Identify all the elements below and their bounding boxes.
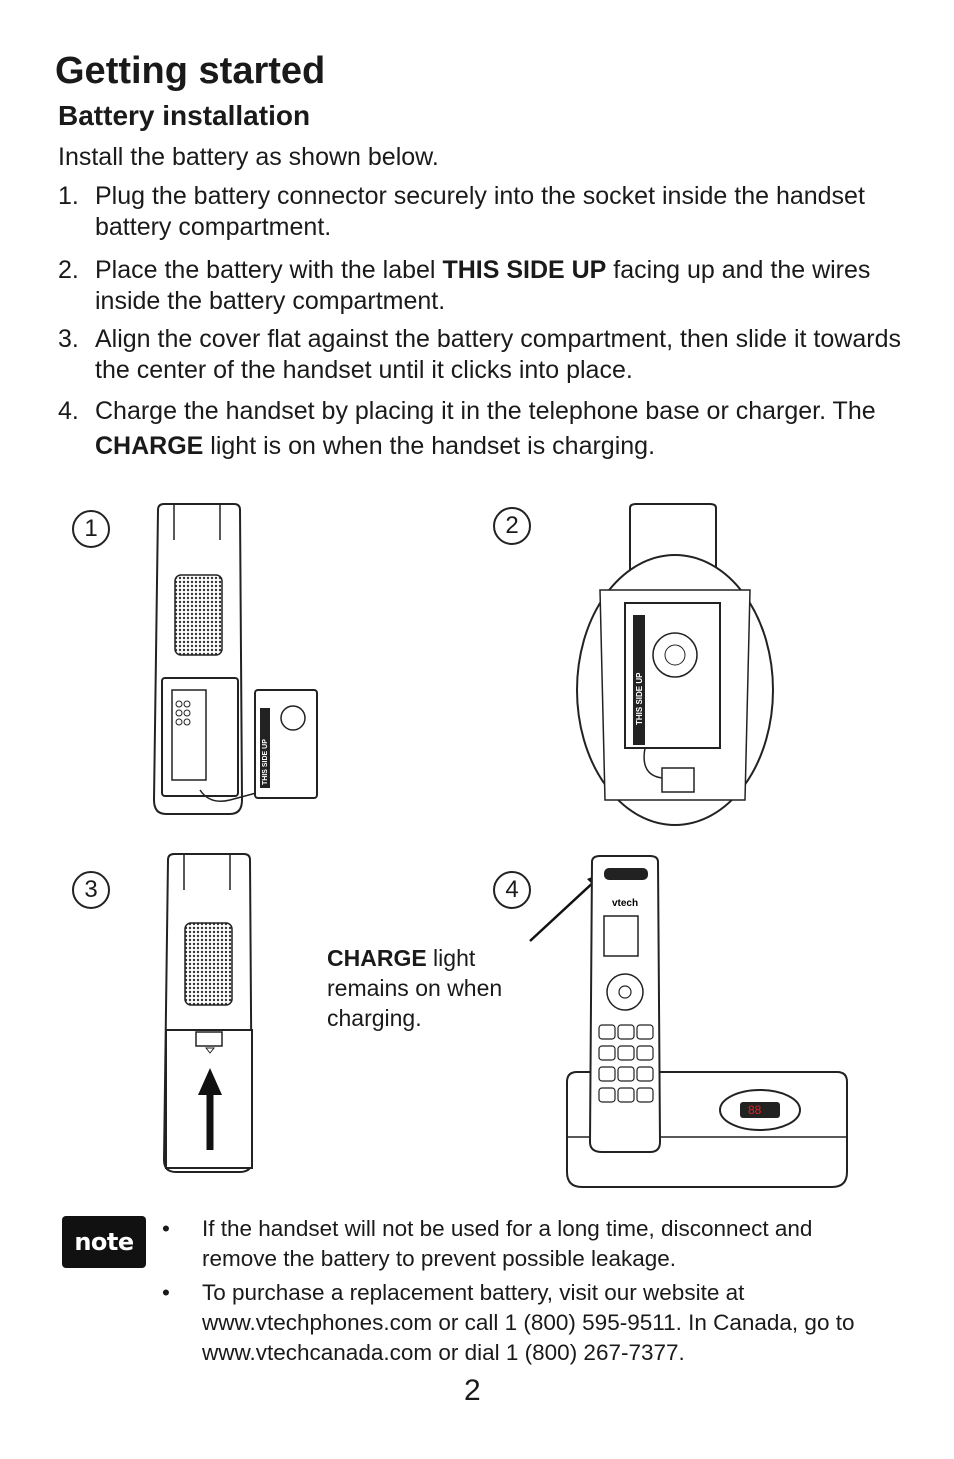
- section-title: Battery installation: [58, 100, 311, 131]
- note-badge: note: [62, 1216, 146, 1268]
- step-4: 4. Charge the handset by placing it in t…: [58, 394, 908, 464]
- figure-label-2: 2: [493, 507, 531, 545]
- step-text: Align the cover flat against the battery…: [95, 325, 901, 384]
- figure-2-illustration: THIS SIDE UP: [576, 503, 774, 826]
- step-number: 3.: [58, 325, 79, 353]
- figure-3-illustration: [162, 853, 254, 1173]
- battery-label-2: THIS SIDE UP: [635, 672, 644, 725]
- step-text: Place the battery with the label THIS SI…: [95, 256, 871, 315]
- step-text: Plug the battery connector securely into…: [95, 182, 865, 241]
- figure-4-illustration: 88 vtech: [566, 855, 848, 1188]
- page-number: 2: [464, 1374, 481, 1407]
- step-number: 2.: [58, 256, 79, 284]
- step-text: Charge the handset by placing it in the …: [95, 397, 876, 460]
- step-number: 4.: [58, 397, 79, 425]
- figure-label-1: 1: [72, 510, 110, 548]
- figure-label-3: 3: [72, 871, 110, 909]
- charge-light-caption: CHARGE light remains on when charging.: [327, 945, 503, 1031]
- step-2: 2. Place the battery with the label THIS…: [58, 255, 908, 317]
- note-bullet: • If the handset will not be used for a …: [162, 1216, 813, 1271]
- step-3: 3. Align the cover flat against the batt…: [58, 324, 908, 386]
- figure-label-4: 4: [493, 871, 531, 909]
- step-number: 1.: [58, 182, 79, 210]
- step-1: 1. Plug the battery connector securely i…: [58, 181, 908, 243]
- battery-label-1: THIS SIDE UP: [262, 739, 269, 785]
- handset-brand: vtech: [612, 898, 638, 909]
- svg-text:88: 88: [748, 1103, 762, 1117]
- figure-1-illustration: THIS SIDE UP: [152, 503, 318, 815]
- note-bullet: • To purchase a replacement battery, vis…: [162, 1280, 855, 1365]
- intro-text: Install the battery as shown below.: [58, 143, 439, 171]
- page-title: Getting started: [55, 50, 326, 92]
